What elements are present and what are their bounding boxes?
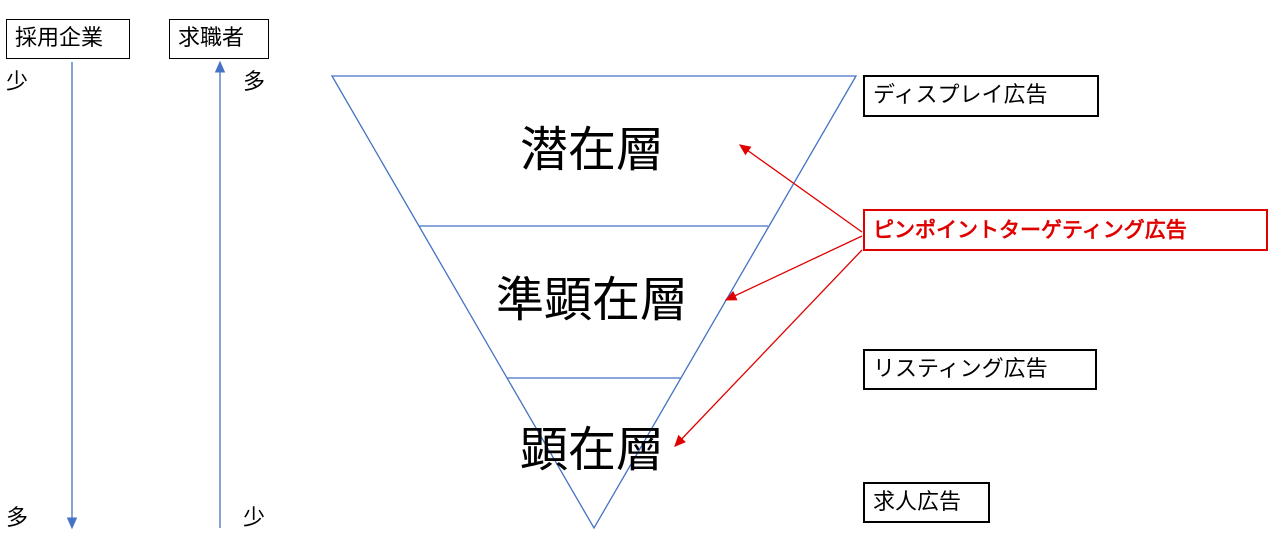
layer-semi-manifest: 準顕在層 (496, 272, 688, 328)
company-axis-title-text: 採用企業 (15, 26, 104, 51)
company-axis-title: 採用企業 (6, 19, 130, 59)
company-axis-bottom-label: 多 (6, 506, 29, 531)
company-axis-top-label: 少 (6, 70, 29, 95)
seeker-axis-title: 求職者 (169, 19, 269, 59)
display-ad-label: ディスプレイ広告 (873, 83, 1048, 108)
pinpoint-arrow-semi-manifest (724, 235, 863, 301)
pinpoint-arrow-latent (738, 144, 863, 233)
job-ad-box: 求人広告 (863, 482, 990, 523)
pinpoint-arrow-manifest (674, 249, 863, 447)
display-ad-box: ディスプレイ広告 (863, 75, 1099, 117)
pinpoint-ad-label: ピンポイントターゲティング広告 (873, 217, 1187, 242)
funnel-triangle (330, 75, 858, 530)
pinpoint-ad-box: ピンポイントターゲティング広告 (863, 209, 1268, 251)
listing-ad-label: リスティング広告 (873, 356, 1048, 382)
listing-ad-box: リスティング広告 (863, 349, 1097, 390)
job-ad-label: 求人広告 (873, 489, 962, 515)
layer-manifest: 顕在層 (520, 422, 664, 478)
seeker-axis-bottom-label: 少 (243, 506, 266, 531)
layer-latent: 潜在層 (520, 122, 664, 178)
seeker-axis-top-label: 多 (243, 70, 266, 95)
seeker-axis-title-text: 求職者 (178, 26, 245, 51)
